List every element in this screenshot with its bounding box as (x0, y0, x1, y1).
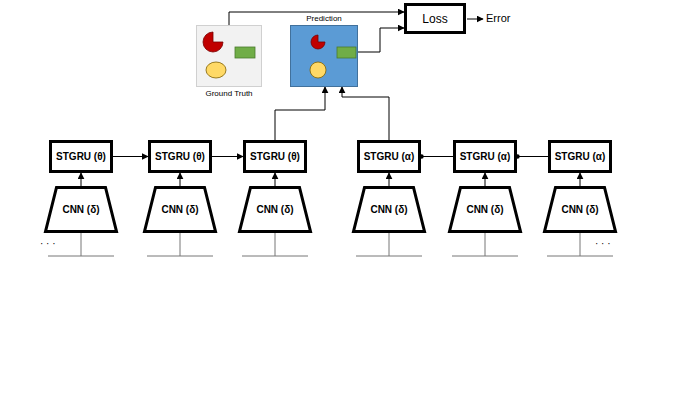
stgru-cell: STGRU (θ) (148, 140, 212, 173)
text-holder: STGRU (θ) (52, 143, 110, 170)
cnn-encoder: CNN (δ) (143, 186, 217, 233)
node-label: STGRU (α) (555, 151, 606, 162)
prediction-image (290, 25, 358, 87)
node-label: CNN (δ) (161, 204, 198, 215)
text-holder: CNN (δ) (352, 186, 426, 233)
node-label: STGRU (θ) (56, 151, 106, 162)
error-arrow (467, 19, 483, 20)
connector (485, 173, 486, 186)
text-holder: CNN (δ) (448, 186, 522, 233)
ellipsis: · · · (595, 238, 611, 249)
stgru-cell: STGRU (α) (357, 140, 421, 173)
connector (275, 87, 325, 140)
connector (180, 173, 181, 186)
stgru-cell: STGRU (α) (548, 140, 612, 173)
cnn-encoder: CNN (δ) (44, 186, 118, 233)
stgru-cell: STGRU (θ) (49, 140, 113, 173)
node-label: CNN (δ) (256, 204, 293, 215)
node-label: CNN (δ) (561, 204, 598, 215)
connector (580, 173, 581, 186)
cnn-encoder: CNN (δ) (352, 186, 426, 233)
stgru-cell: STGRU (α) (453, 140, 517, 173)
node-label: CNN (δ) (466, 204, 503, 215)
ground-truth-image (196, 25, 262, 87)
connector (342, 87, 389, 140)
text-holder: STGRU (α) (360, 143, 418, 170)
text-holder: Loss (407, 6, 463, 31)
node-label: STGRU (θ) (250, 151, 300, 162)
connector (517, 156, 548, 157)
node-label: STGRU (θ) (155, 151, 205, 162)
connector (275, 173, 276, 186)
text-holder: CNN (δ) (543, 186, 617, 233)
connector (212, 156, 243, 157)
connector (229, 12, 404, 25)
error-label: Error (486, 12, 510, 24)
ground-truth-frame: Ground Truth (196, 25, 262, 87)
text-holder: CNN (δ) (44, 186, 118, 233)
text-holder: STGRU (α) (551, 143, 609, 170)
cnn-encoder: CNN (δ) (448, 186, 522, 233)
node-label: CNN (δ) (62, 204, 99, 215)
text-holder: CNN (δ) (143, 186, 217, 233)
cnn-encoder: CNN (δ) (543, 186, 617, 233)
input-lines (48, 233, 613, 256)
text-holder: STGRU (θ) (246, 143, 304, 170)
node-label: STGRU (α) (364, 151, 415, 162)
loss-box: Loss (404, 3, 466, 34)
connector (81, 173, 82, 186)
cnn-encoder: CNN (δ) (238, 186, 312, 233)
connector (358, 28, 404, 52)
prediction-frame: Prediction (290, 25, 358, 87)
text-holder: CNN (δ) (238, 186, 312, 233)
connector (421, 156, 453, 157)
connector (389, 173, 390, 186)
node-label: CNN (δ) (370, 204, 407, 215)
text-holder: STGRU (θ) (151, 143, 209, 170)
ellipsis: · · · (40, 238, 56, 249)
node-label: Loss (422, 12, 447, 26)
node-label: STGRU (α) (460, 151, 511, 162)
frame-caption: Prediction (306, 14, 342, 23)
connector (113, 156, 148, 157)
frame-caption: Ground Truth (205, 89, 252, 98)
text-holder: STGRU (α) (456, 143, 514, 170)
stgru-cell: STGRU (θ) (243, 140, 307, 173)
